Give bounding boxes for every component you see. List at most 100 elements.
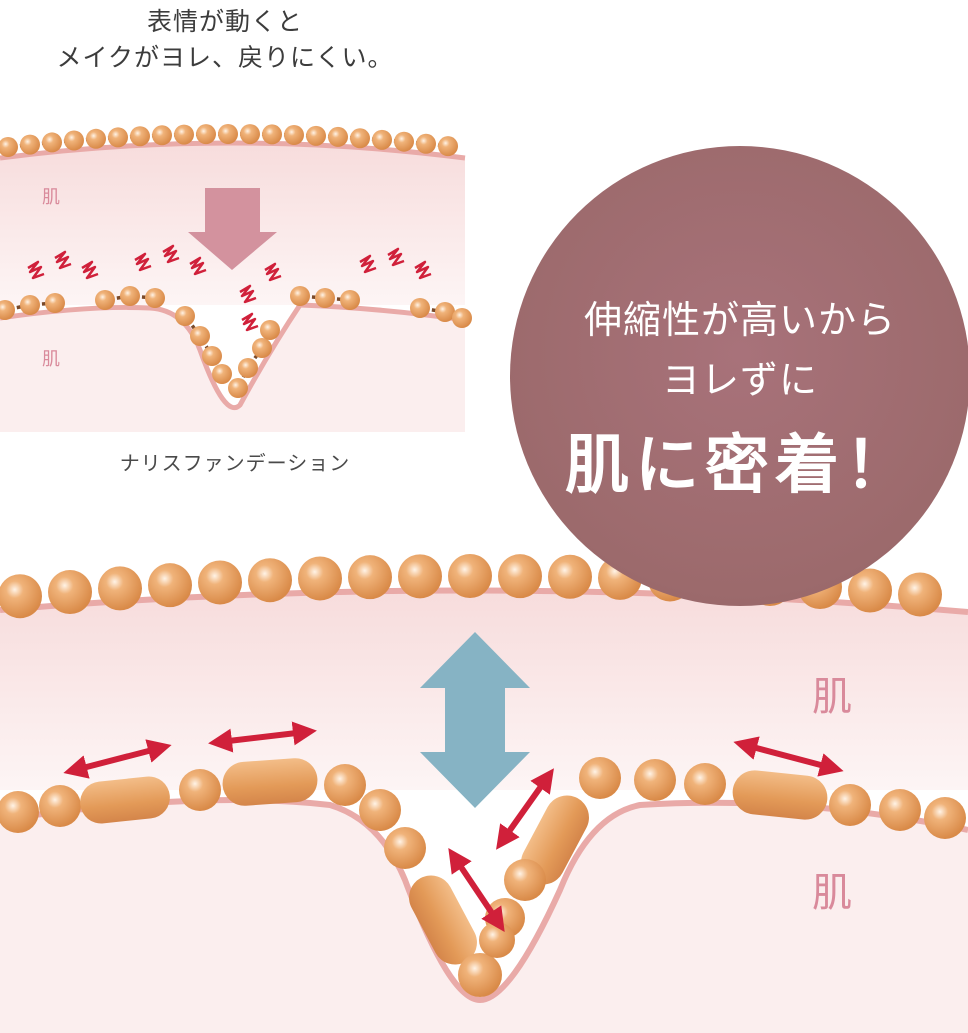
particle	[498, 554, 542, 599]
product-label: ナリスファンデーション	[119, 451, 351, 475]
particle	[196, 124, 216, 145]
stretch-arrow-icon	[208, 721, 317, 753]
particle	[190, 326, 210, 346]
elastic-particle	[409, 875, 477, 965]
particle	[829, 784, 871, 826]
particle	[328, 126, 348, 147]
spark-icon	[239, 284, 257, 304]
particle	[290, 286, 310, 306]
particle	[452, 308, 472, 328]
particle	[174, 124, 194, 145]
spark-icon	[81, 260, 99, 280]
down-arrow-icon	[188, 188, 277, 270]
particle	[39, 785, 81, 827]
particle	[95, 290, 115, 310]
bubble-line1: 伸縮性が高いから	[583, 298, 896, 342]
skin-label: 肌	[812, 674, 852, 720]
particle	[359, 789, 401, 831]
spark-icon	[414, 260, 432, 280]
bubble-line2: ヨレずに	[661, 358, 818, 402]
top-skin-lower-line	[0, 302, 466, 411]
highlight-bubble: 伸縮性が高いから ヨレずに 肌に密着！	[510, 146, 968, 606]
particle	[348, 555, 392, 600]
particle	[924, 797, 966, 839]
particle	[64, 130, 84, 151]
particle	[634, 759, 676, 801]
spark-icon	[264, 262, 282, 282]
particle	[120, 286, 140, 306]
particle	[0, 137, 18, 158]
particle	[179, 769, 221, 811]
particle	[458, 953, 502, 997]
particle	[324, 764, 366, 806]
particle	[448, 554, 492, 599]
particle	[394, 131, 414, 152]
top-caption-line1: 表情が動くと	[146, 7, 303, 36]
bubble-headline: 肌に密着！	[565, 429, 915, 503]
stretch-arrow-icons	[63, 721, 844, 932]
particle	[45, 293, 65, 313]
particle	[248, 558, 292, 603]
spark-icon	[359, 254, 377, 274]
particle	[435, 302, 455, 322]
elastic-particle	[80, 776, 170, 824]
skin-label: 肌	[42, 349, 60, 370]
particle	[372, 129, 392, 150]
particle	[284, 124, 304, 145]
top-caption-line2: メイクがヨレ、戻りにくい。	[56, 43, 394, 72]
particle	[175, 306, 195, 326]
bottom-panel	[0, 554, 968, 1033]
particle	[350, 128, 370, 149]
particle	[684, 763, 726, 805]
skin-label: 肌	[812, 870, 852, 916]
particle	[252, 338, 272, 358]
particle	[479, 922, 515, 958]
particle	[202, 346, 222, 366]
stretch-arrow-icon	[448, 848, 505, 932]
particle	[0, 300, 15, 320]
particle	[240, 124, 260, 145]
spark-icon	[134, 252, 152, 272]
particle	[879, 789, 921, 831]
particle	[218, 124, 238, 145]
particle	[898, 572, 942, 617]
particle	[416, 133, 436, 154]
particle	[86, 128, 106, 149]
particle	[504, 859, 546, 901]
particle	[98, 566, 142, 611]
bottom-lower-chain	[0, 757, 966, 997]
bottom-skin-lower	[0, 800, 968, 1033]
stretch-arrow-icon	[496, 768, 554, 850]
spark-icon	[27, 260, 45, 280]
top-panel	[0, 124, 472, 432]
top-lower-chain	[0, 286, 472, 398]
particle	[130, 126, 150, 147]
skin-label: 肌	[42, 187, 60, 208]
top-skin-lower	[0, 305, 465, 432]
spark-icon	[241, 312, 259, 332]
particle	[384, 827, 426, 869]
particle	[148, 563, 192, 608]
particle	[848, 568, 892, 613]
particle	[579, 757, 621, 799]
particle	[548, 554, 592, 599]
spark-icon	[54, 250, 72, 270]
particle	[0, 791, 39, 833]
stretch-arrow-icon	[733, 736, 844, 777]
elastic-particle	[521, 795, 589, 885]
particle	[42, 132, 62, 153]
particle	[298, 556, 342, 601]
particle	[260, 320, 280, 340]
top-caption: 表情が動くと メイクがヨレ、戻りにくい。	[0, 4, 450, 76]
particle	[262, 124, 282, 145]
particle	[145, 288, 165, 308]
particle	[306, 125, 326, 146]
particle	[20, 295, 40, 315]
particle	[0, 574, 42, 619]
particle	[340, 290, 360, 310]
particle	[198, 560, 242, 605]
particle	[20, 134, 40, 155]
particle	[152, 125, 172, 146]
spark-icon	[162, 244, 180, 264]
particle	[315, 288, 335, 308]
